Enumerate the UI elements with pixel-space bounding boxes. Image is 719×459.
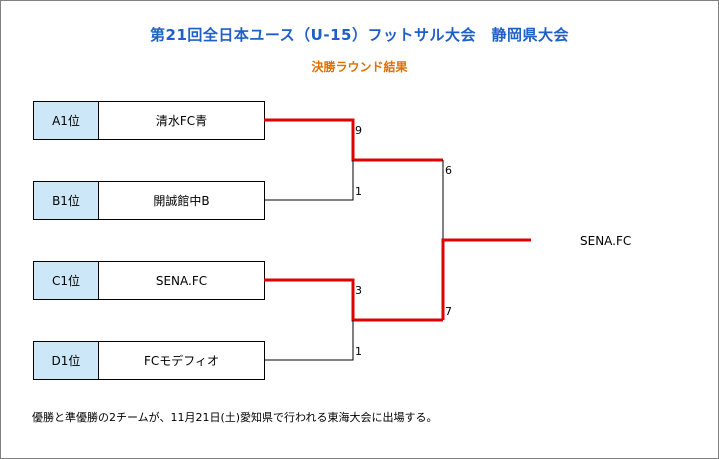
score-semi1-bottom: 1 (355, 185, 362, 198)
line-b1 (264, 160, 354, 201)
team-b1: 開誠館中B (98, 181, 265, 220)
line-a1-winner (264, 118, 443, 162)
score-semi1-top: 9 (355, 124, 362, 137)
team-a1: 清水FC青 (98, 101, 265, 140)
score-final-bottom: 7 (445, 305, 452, 318)
score-final-top: 6 (445, 164, 452, 177)
footnote: 優勝と準優勝の2チームが、11月21日(土)愛知県で行われる東海大会に出場する。 (32, 411, 438, 424)
seed-d1: D1位 (33, 341, 99, 380)
team-d1: FCモデフィオ (98, 341, 265, 380)
line-c1-winner (264, 278, 443, 322)
round-subtitle: 決勝ラウンド結果 (311, 60, 408, 74)
team-c1: SENA.FC (98, 261, 265, 300)
line-final-winner (441, 238, 531, 320)
champion-name: SENA.FC (580, 234, 632, 248)
score-semi2-bottom: 1 (355, 345, 362, 358)
seed-c1: C1位 (33, 261, 99, 300)
line-d1 (264, 320, 354, 361)
seed-b1: B1位 (33, 181, 99, 220)
tournament-title: 第21回全日本ユース（U-15）フットサル大会 静岡県大会 (150, 26, 569, 44)
score-semi2-top: 3 (355, 284, 362, 297)
